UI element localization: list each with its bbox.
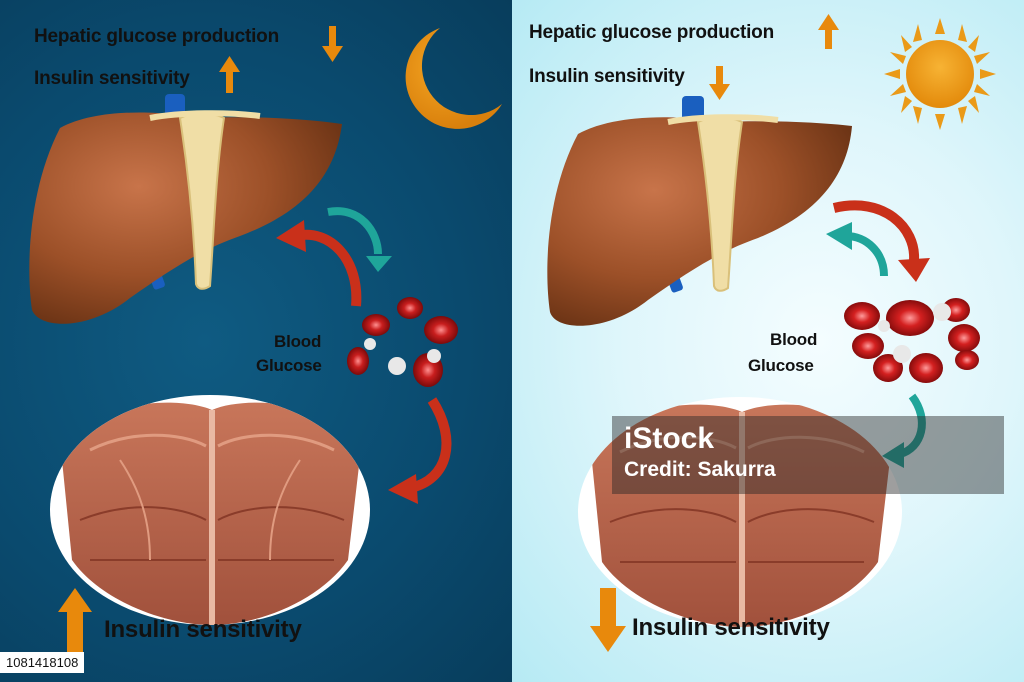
credit-text: Credit: Sakurra — [624, 458, 776, 481]
muscle-illustration — [578, 397, 902, 627]
blood-to-muscle-arrow — [388, 397, 452, 504]
liver-illustration — [547, 96, 852, 326]
muscle-illustration — [50, 395, 370, 625]
night-glucose-label: Glucose — [256, 356, 322, 375]
stock-id-label: 1081418108 — [0, 652, 85, 673]
hepatic-down-arrow-icon — [322, 26, 343, 62]
liver-to-blood-arrows — [276, 207, 392, 307]
liver-blood-arrows — [826, 200, 930, 282]
istock-watermark: iStock Credit: Sakurra — [612, 416, 1004, 494]
night-blood-label: Blood — [274, 332, 322, 351]
insulin-up-arrow-icon — [219, 56, 240, 93]
blood-cells — [347, 297, 458, 387]
blood-to-muscle-arrow — [882, 393, 926, 468]
sun-icon — [884, 18, 996, 130]
day-panel: Hepatic glucose production Insulin sensi… — [512, 0, 1024, 682]
blood-cells — [844, 298, 980, 383]
night-liver-insulin-label: Insulin sensitivity — [34, 68, 190, 89]
liver-illustration — [29, 94, 342, 324]
day-hepatic-label: Hepatic glucose production — [529, 22, 774, 43]
night-hepatic-label: Hepatic glucose production — [34, 26, 279, 47]
day-blood-label: Blood — [770, 330, 818, 349]
night-muscle-insulin-label: Insulin sensitivity — [104, 616, 302, 643]
muscle-insulin-up-arrow-icon — [58, 588, 92, 654]
day-liver-insulin-label: Insulin sensitivity — [529, 66, 685, 87]
muscle-insulin-down-arrow-icon — [590, 588, 626, 652]
hepatic-up-arrow-icon — [818, 14, 839, 49]
crescent-moon-icon — [405, 28, 502, 129]
day-illustration — [547, 14, 996, 652]
night-illustration — [29, 26, 502, 654]
day-muscle-insulin-label: Insulin sensitivity — [632, 614, 830, 641]
insulin-down-arrow-icon — [709, 66, 730, 100]
night-panel: Hepatic glucose production Insulin sensi… — [0, 0, 512, 682]
day-glucose-label: Glucose — [748, 356, 814, 375]
istock-logo: iStock — [624, 422, 715, 455]
